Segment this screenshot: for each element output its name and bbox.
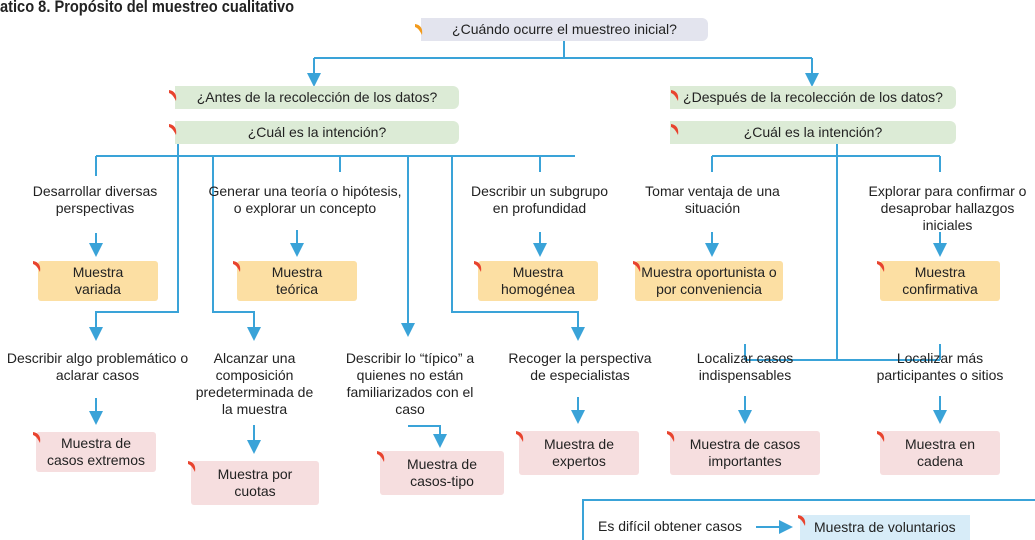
bullet-mark-icon [32, 432, 42, 444]
sample-box: Muestra oportunista o por conveniencia [635, 261, 783, 301]
sample-box: Muestra de expertos [519, 431, 639, 475]
sample-box: Muestra de casos importantes [670, 431, 820, 475]
bullet-mark-icon [670, 124, 680, 136]
bullet-mark-icon [632, 261, 642, 273]
bullet-mark-icon [876, 431, 886, 443]
intent-label: Describir lo “típico” a quienes no están… [345, 350, 475, 417]
intent-label: Describir algo problemático o aclarar ca… [6, 350, 189, 383]
intent-label: Desarrollar diversas perspectivas [32, 183, 158, 216]
bullet-mark-icon [666, 431, 676, 443]
intent-label: Tomar ventaja de una situación [645, 183, 780, 216]
bullet-mark-icon [473, 261, 483, 273]
root-question: ¿Cuándo ocurre el muestreo inicial? [421, 18, 708, 41]
bullet-mark-icon [168, 90, 178, 102]
sample-box: Muestra de casos-tipo [380, 451, 504, 495]
sample-box: Muestra homogénea [478, 261, 598, 301]
sample-box: Muestra por cuotas [191, 461, 319, 505]
bullet-mark-icon [414, 24, 424, 36]
sample-box: Muestra teórica [237, 261, 357, 301]
bullet-mark-icon [187, 461, 197, 473]
volunteers-condition: Es difícil obtener casos [598, 518, 742, 534]
intent-label: Localizar más participantes o sitios [876, 350, 1004, 383]
sample-box: Muestra variada [38, 261, 158, 301]
sample-box: Muestra de casos extremos [36, 432, 156, 472]
bullet-mark-icon [168, 124, 178, 136]
bullet-mark-icon [515, 431, 525, 443]
right-intention-question: ¿Cuál es la intención? [670, 121, 956, 144]
intent-label: Describir un subgrupo en profundidad [471, 183, 608, 216]
intent-label: Localizar casos indispensables [696, 350, 794, 383]
left-intention-question: ¿Cuál es la intención? [175, 121, 459, 144]
intent-label: Recoger la perspectiva de especialistas [508, 350, 652, 383]
sample-box: Muestra confirmativa [880, 261, 1000, 301]
bullet-mark-icon [32, 261, 42, 273]
volunteers-sample: Muestra de voluntarios [800, 515, 970, 540]
intent-label: Generar una teoría o hipótesis, o explor… [208, 183, 402, 216]
before-question: ¿Antes de la recolección de los datos? [175, 86, 459, 109]
bullet-mark-icon [670, 90, 680, 102]
bullet-mark-icon [876, 261, 886, 273]
intent-label: Alcanzar una composición predeterminada … [195, 350, 314, 417]
bullet-mark-icon [797, 515, 807, 527]
bullet-mark-icon [376, 451, 386, 463]
after-question: ¿Después de la recolección de los datos? [670, 86, 956, 109]
intent-label: Explorar para confirmar o desaprobar hal… [868, 183, 1027, 233]
bullet-mark-icon [232, 261, 242, 273]
figure-header: atico 8. Propósito del muestreo cualitat… [0, 0, 295, 16]
sample-box: Muestra en cadena [880, 431, 1000, 475]
